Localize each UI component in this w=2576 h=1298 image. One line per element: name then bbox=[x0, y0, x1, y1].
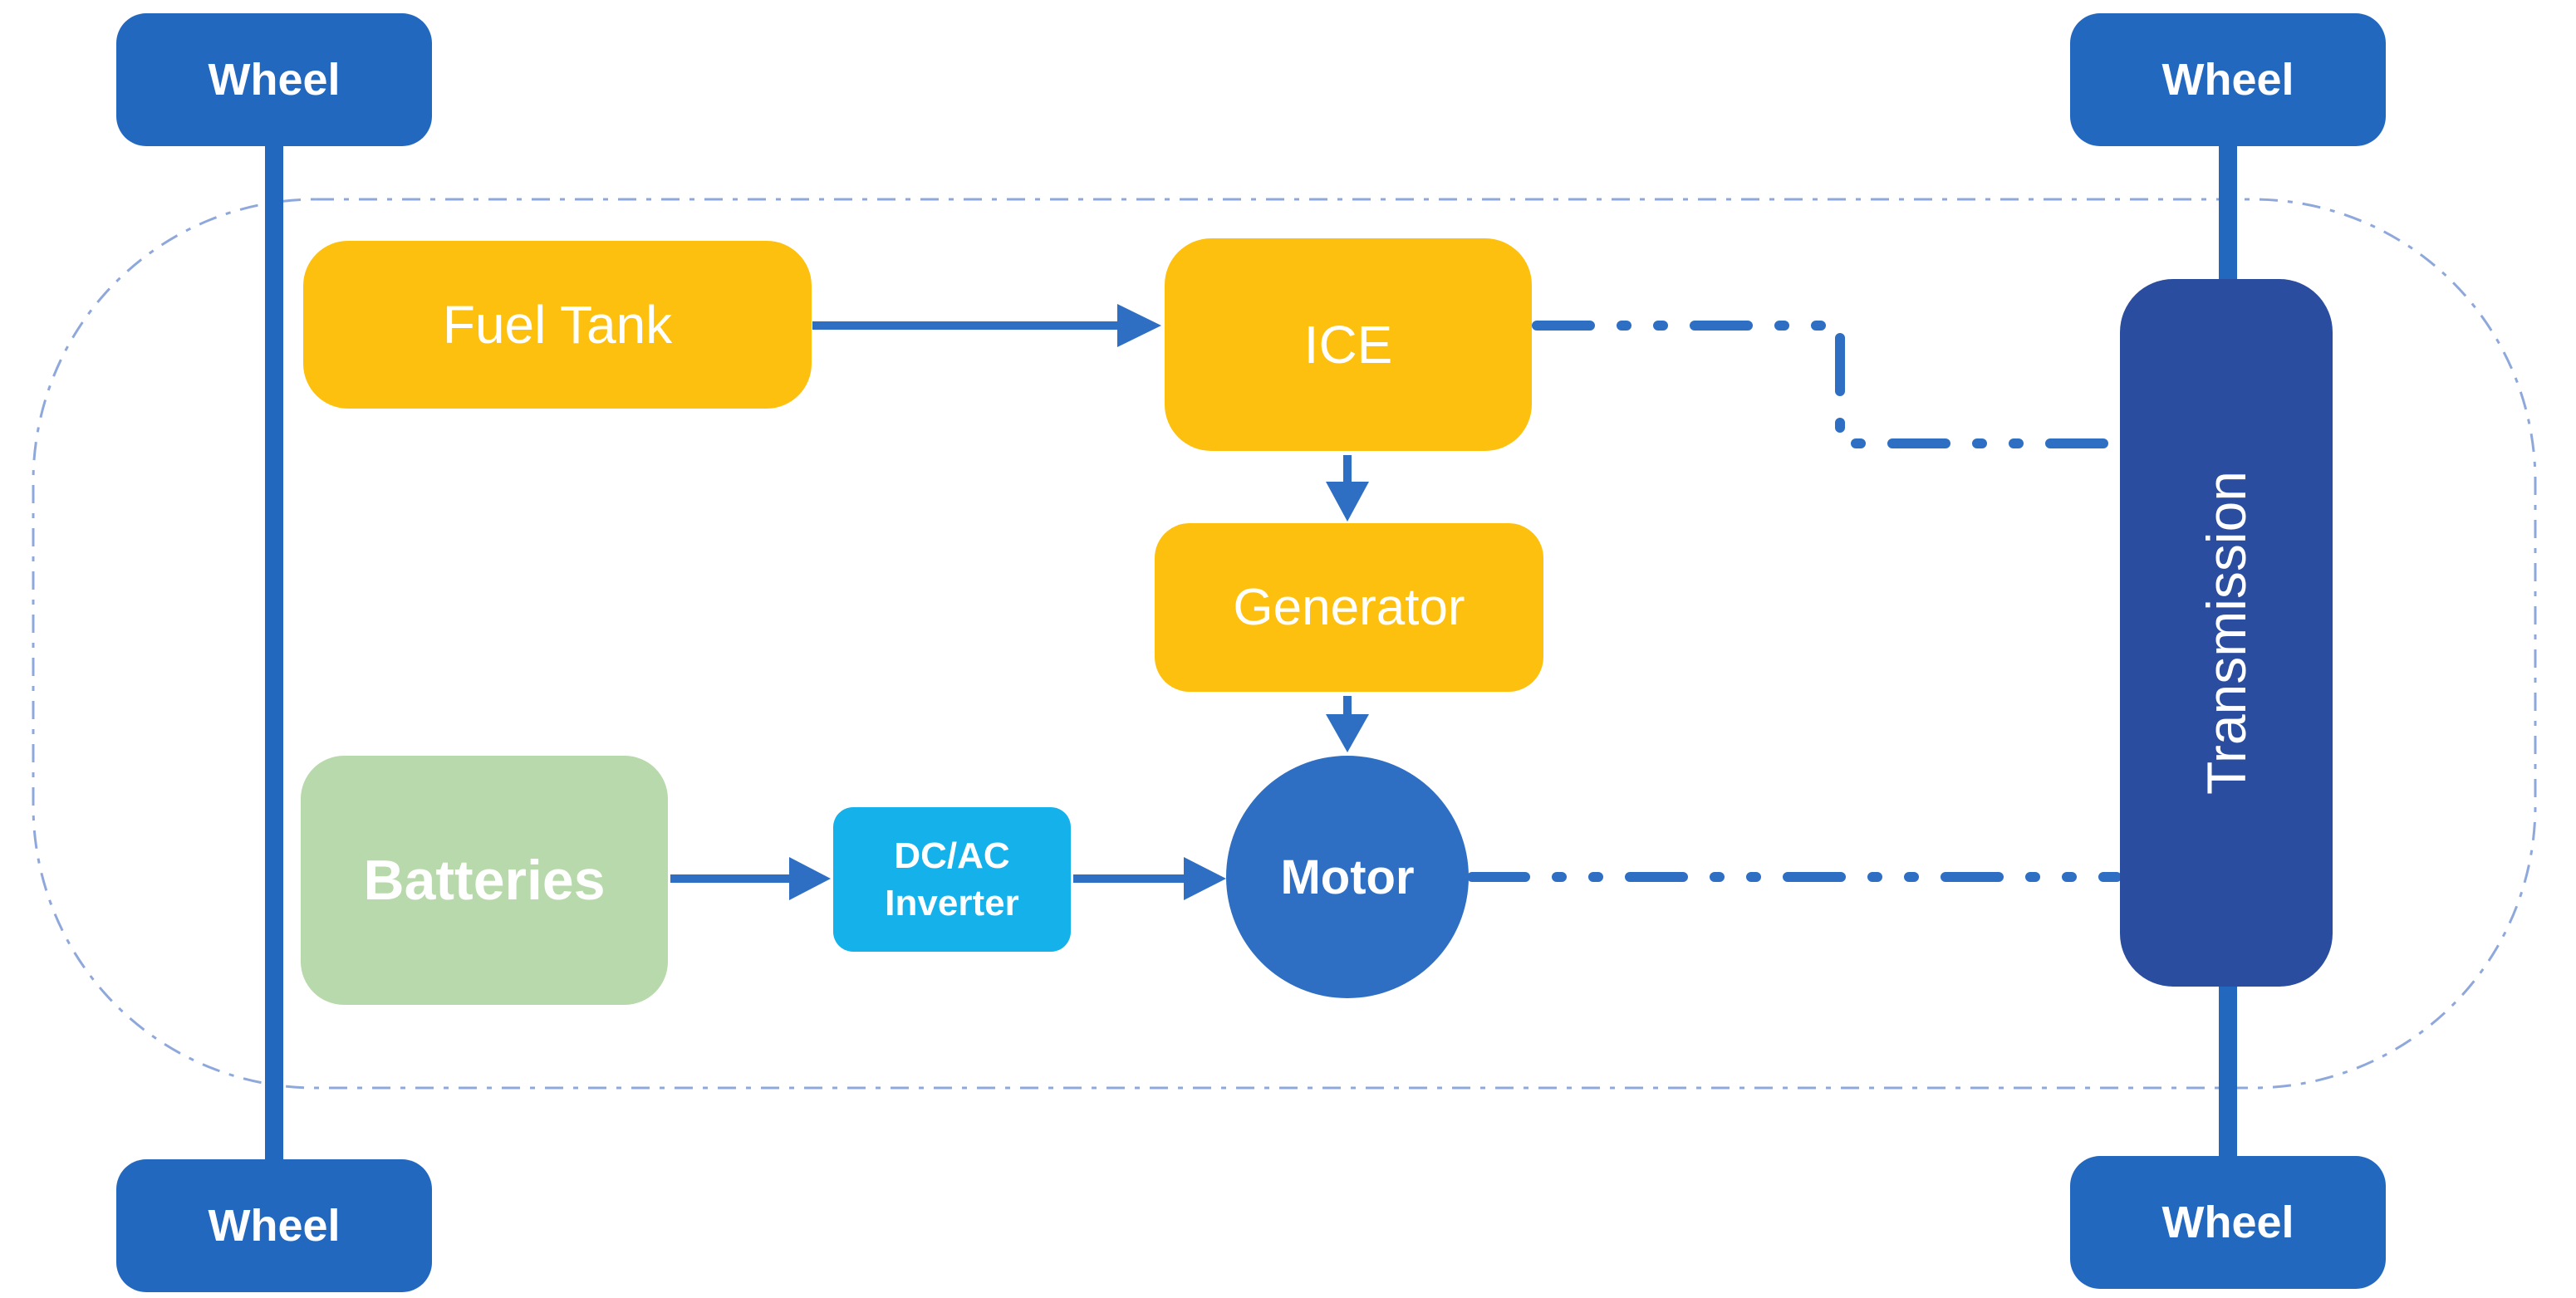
ice-to-generator-arrow-head bbox=[1326, 482, 1369, 522]
dc-ac-inverter-label-line2: Inverter bbox=[885, 883, 1019, 923]
motor-label: Motor bbox=[1280, 850, 1415, 904]
generator-label: Generator bbox=[1233, 579, 1465, 636]
wheel-front-left-label: Wheel bbox=[208, 55, 341, 105]
dc-ac-inverter-label-line1: DC/AC bbox=[894, 835, 1010, 876]
batteries-box: Batteries bbox=[301, 756, 668, 1005]
car-body-outline bbox=[32, 198, 2537, 1090]
fuel-tank-box: Fuel Tank bbox=[303, 241, 812, 409]
batteries-to-inverter-arrow-head bbox=[789, 857, 831, 900]
wheel-front-right-box: Wheel bbox=[2070, 13, 2386, 146]
fuel-tank-label: Fuel Tank bbox=[442, 295, 673, 355]
wheel-rear-left-label: Wheel bbox=[208, 1201, 341, 1251]
wheel-rear-right-label: Wheel bbox=[2161, 1198, 2294, 1247]
dc-ac-inverter-box: DC/AC Inverter bbox=[833, 807, 1071, 952]
ice-box: ICE bbox=[1165, 238, 1532, 451]
ice-to-transmission-dashdot-line bbox=[1532, 321, 2122, 448]
wheel-front-right-label: Wheel bbox=[2161, 55, 2294, 105]
motor-circle: Motor bbox=[1226, 756, 1469, 998]
inverter-to-motor-arrow-head bbox=[1184, 857, 1226, 900]
generator-to-motor-arrow-head bbox=[1326, 714, 1369, 752]
transmission-box: Transmission bbox=[2120, 279, 2333, 987]
wheel-rear-right-box: Wheel bbox=[2070, 1156, 2386, 1289]
batteries-label: Batteries bbox=[363, 849, 606, 912]
fuel-tank-to-ice-arrow-head bbox=[1117, 304, 1161, 347]
wheel-front-left-box: Wheel bbox=[116, 13, 432, 146]
ice-label: ICE bbox=[1303, 315, 1393, 375]
wheel-rear-left-box: Wheel bbox=[116, 1159, 432, 1292]
transmission-label: Transmission bbox=[2196, 471, 2258, 795]
generator-box: Generator bbox=[1155, 523, 1543, 692]
